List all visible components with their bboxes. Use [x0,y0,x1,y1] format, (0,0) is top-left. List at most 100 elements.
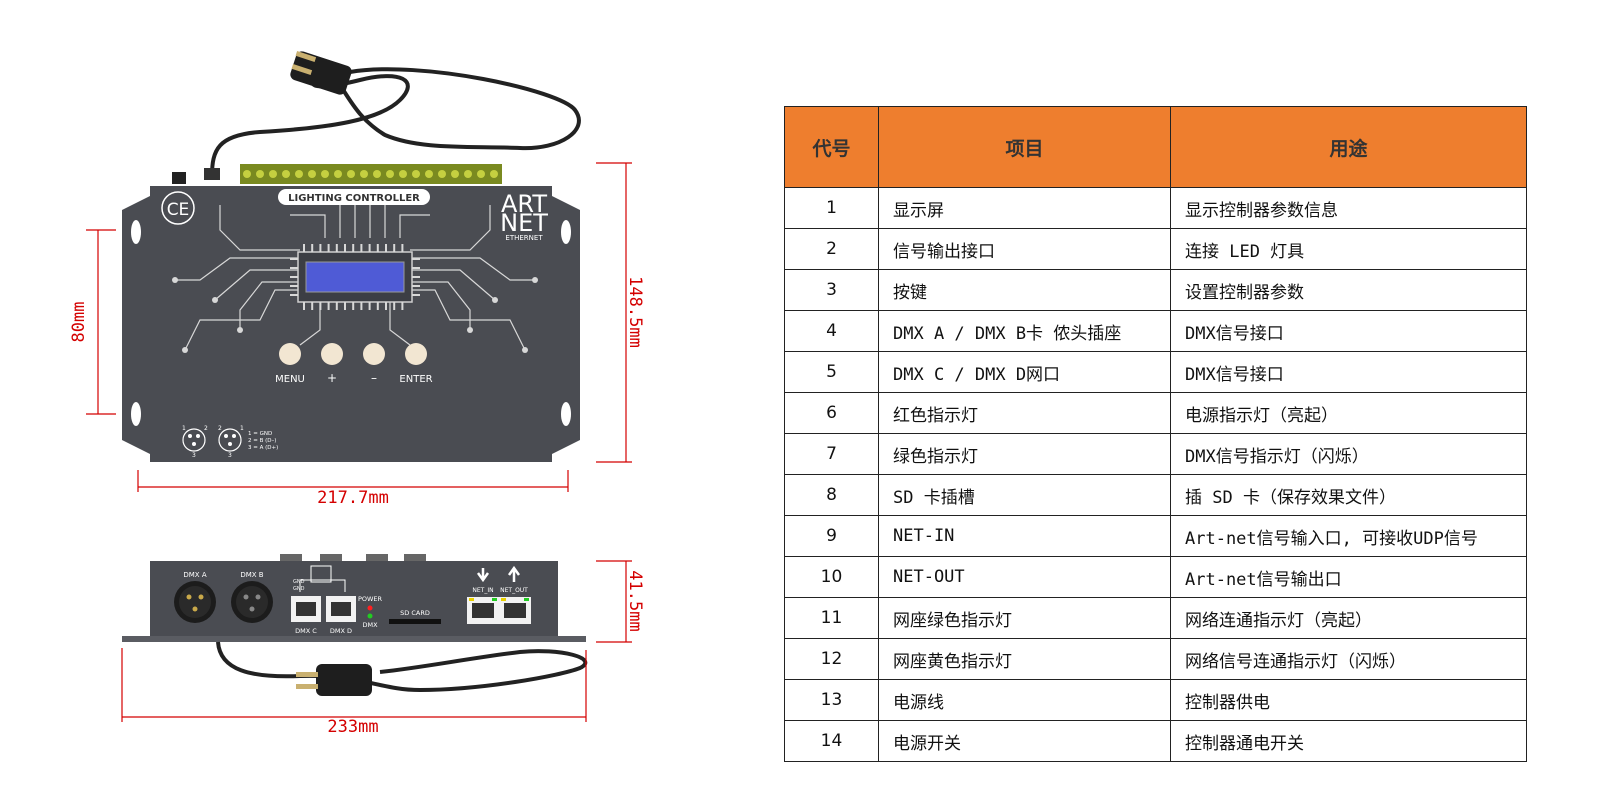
dimension-lines-top [86,162,632,492]
row-code: 10 [784,556,879,598]
chip-pin [335,244,338,252]
chip-pin [412,258,420,260]
row-code: 7 [784,433,879,475]
chip-pin [401,302,404,310]
row-item: 信号输出接口 [878,228,1171,270]
header-use: 用途 [1170,106,1527,188]
xlr-socket-b [231,581,273,623]
row-item: 按键 [878,269,1171,311]
pin-num: 3 [228,452,232,459]
terminal-screw [425,170,433,178]
row-use: 网络连通指示灯（亮起） [1170,597,1527,639]
enter-button[interactable] [405,343,427,365]
cord-strain-relief [204,168,220,180]
plus-label: + [327,371,337,385]
mount-hole [131,220,141,244]
row-code: 1 [784,187,879,229]
row-code: 5 [784,351,879,393]
row-item: 网座黄色指示灯 [878,638,1171,680]
chip-pin [303,244,305,252]
controller-body [122,186,580,462]
plus-button[interactable] [321,343,343,365]
chip-pin [327,302,330,310]
terminal-screw [451,170,459,178]
terminal-screw [412,170,420,178]
row-use: 插 SD 卡（保存效果文件） [1170,474,1527,516]
trace-pads [172,277,538,353]
row-use: 显示控制器参数信息 [1170,187,1527,229]
row-item: 红色指示灯 [878,392,1171,434]
chip-pin [376,302,379,310]
row-code: 3 [784,269,879,311]
chip-pin [376,244,379,252]
dmx-d-label: DMX D [330,627,352,635]
chip-pin [290,294,298,296]
arrow-down-icon [476,568,490,583]
row-item: 显示屏 [878,187,1171,229]
terminal-screw [243,170,251,178]
power-switch [172,172,186,184]
sd-label: SD CARD [400,609,430,617]
dim-height-80: 80mm [69,302,89,343]
menu-button[interactable] [279,343,301,365]
row-code: 9 [784,515,879,557]
rj45-pair [291,596,356,622]
chip-pin [335,302,338,310]
mount-hole [561,220,571,244]
label-plate [278,189,430,205]
row-code: 14 [784,720,879,762]
chip-pin [393,302,396,310]
row-code: 11 [784,597,879,639]
logo-line2: NET [500,209,548,237]
chip-pin [412,267,420,269]
row-code: 8 [784,474,879,516]
row-item: NET-OUT [878,556,1171,598]
chip-pin [290,285,298,287]
chip-pins [290,244,420,310]
mount-hole [131,402,141,426]
row-use: 设置控制器参数 [1170,269,1527,311]
terminal-screw [295,170,303,178]
chip-pin [352,302,355,310]
chip-pin [393,244,396,252]
chip-pin [319,302,322,310]
enter-label: ENTER [399,374,432,385]
dmx-led [367,613,373,619]
chip-pin [327,244,330,252]
sd-card-slot[interactable] [389,619,441,624]
mount-flange [122,636,586,642]
pin-legend: 2 = B (D–) [248,438,276,444]
arrow-up-icon [507,565,521,582]
row-use: 控制器供电 [1170,679,1527,721]
row-item: SD 卡插槽 [878,474,1171,516]
row-code: 2 [784,228,879,270]
chip-pin [368,244,371,252]
terminal-screw [282,170,290,178]
terminal-screw [360,170,368,178]
pin-num: 1 [182,425,186,432]
ce-mark: CE [167,200,190,220]
terminal-screw [477,170,485,178]
power-led-label: POWER [358,595,383,603]
terminal-screw [464,170,472,178]
pin-num: 2 [204,425,208,432]
minus-button[interactable] [363,343,385,365]
row-use: DMX信号接口 [1170,310,1527,352]
power-cord [210,67,581,177]
chip-pin [344,244,346,252]
row-item: DMX C / DMX D网口 [878,351,1171,393]
row-use: DMX信号指示灯（闪烁） [1170,433,1527,475]
row-use: Art-net信号输出口 [1170,556,1527,598]
chip-pin [368,302,371,310]
pin-num: 1 [240,425,244,432]
panel-label: LIGHTING CONTROLLER [288,193,420,204]
product-drawing-svg: LIGHTING CONTROLLER CE ART NET ETHERNET … [69,51,645,737]
dimension-lines-front [121,560,632,722]
